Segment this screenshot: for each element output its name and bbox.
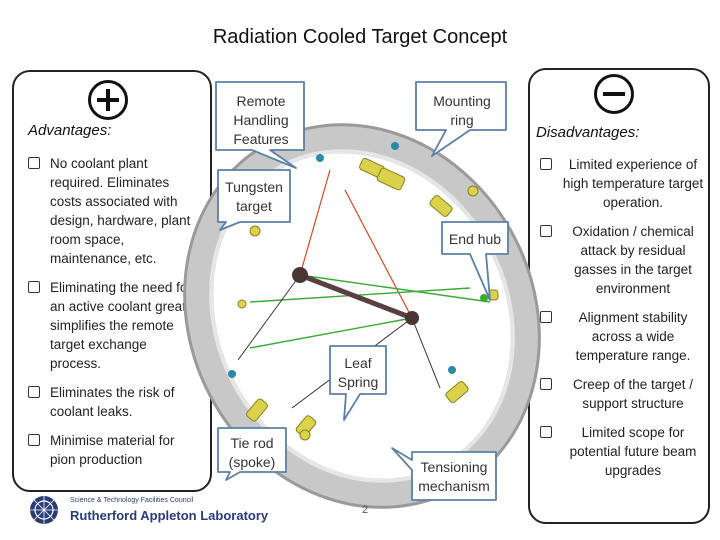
page-title: Radiation Cooled Target Concept bbox=[212, 26, 508, 48]
disadvantages-panel bbox=[528, 68, 710, 524]
checkbox-bullet-icon bbox=[540, 378, 552, 390]
tie-rod-spoke bbox=[344, 189, 413, 319]
advantage-item: Eliminates the risk of coolant leaks. bbox=[28, 383, 200, 421]
plus-icon bbox=[88, 80, 128, 120]
leaf-spring-label: Leaf Spring bbox=[337, 355, 379, 390]
advantages-list: No coolant plant required. Eliminates co… bbox=[28, 154, 200, 479]
end-hub bbox=[292, 267, 308, 283]
checkbox-bullet-icon bbox=[540, 225, 552, 237]
tungsten-target-rod bbox=[297, 272, 415, 321]
tie-rod-spoke bbox=[249, 317, 413, 349]
tensioning-bolt bbox=[237, 299, 247, 309]
checkbox-bullet-icon bbox=[540, 426, 552, 438]
callout-leaf-spring bbox=[329, 345, 387, 421]
leaf-spring-marker bbox=[391, 142, 399, 150]
stfc-logo-icon bbox=[30, 496, 58, 524]
tensioning-bolt bbox=[249, 225, 261, 237]
disadvantages-list: Limited experience of high temperature t… bbox=[540, 155, 704, 490]
tensioning-bolt bbox=[467, 185, 479, 197]
remote-handling-label: Remote Handling Features bbox=[233, 93, 289, 147]
tensioning-bolt bbox=[246, 398, 268, 422]
tungsten-target-label: Tungsten target bbox=[225, 179, 283, 214]
disadvantage-item: Limited experience of high temperature t… bbox=[540, 155, 704, 212]
disadvantage-item: Oxidation / chemical attack by residual … bbox=[540, 222, 704, 298]
checkbox-bullet-icon bbox=[540, 158, 552, 170]
checkbox-bullet-icon bbox=[28, 386, 40, 398]
mounting-ring-label: Mounting ring bbox=[433, 93, 491, 128]
tie-rod-spoke bbox=[299, 169, 331, 276]
advantage-item: Minimise material for pion production bbox=[28, 431, 200, 469]
callout-tungsten-target bbox=[217, 169, 291, 231]
callout-end-hub bbox=[441, 221, 509, 301]
checkbox-bullet-icon bbox=[28, 157, 40, 169]
tie-rod-spoke bbox=[411, 317, 441, 389]
tensioning-mechanism-label: Tensioning mechanism bbox=[418, 459, 490, 494]
leaf-spring-marker bbox=[480, 294, 488, 302]
leaf-spring-marker bbox=[316, 154, 324, 162]
end-hub-label: End hub bbox=[448, 231, 502, 247]
checkbox-bullet-icon bbox=[540, 311, 552, 323]
advantages-heading: Advantages: bbox=[28, 122, 112, 139]
tie-rod-spoke bbox=[249, 287, 471, 303]
checkbox-bullet-icon bbox=[28, 281, 40, 293]
logo-line-2: Rutherford Appleton Laboratory bbox=[70, 508, 269, 523]
callout-mounting-ring bbox=[415, 81, 507, 157]
disadvantage-item: Creep of the target / support structure bbox=[540, 375, 704, 413]
disadvantage-item: Alignment stability across a wide temper… bbox=[540, 308, 704, 365]
leaf-spring-marker bbox=[228, 370, 236, 378]
tensioning-bolt bbox=[445, 381, 469, 403]
disadvantages-heading: Disadvantages: bbox=[536, 124, 640, 141]
callout-tensioning bbox=[391, 447, 497, 501]
tie-rod-spoke bbox=[237, 274, 301, 361]
callout-tie-rod bbox=[217, 427, 287, 481]
mounting-ring bbox=[186, 126, 538, 506]
page-number: 2 bbox=[362, 504, 369, 516]
end-hub bbox=[405, 311, 419, 325]
checkbox-bullet-icon bbox=[28, 434, 40, 446]
minus-icon bbox=[594, 74, 634, 114]
tie-rod-spoke bbox=[299, 274, 491, 303]
callout-remote-handling bbox=[215, 81, 305, 169]
tie-rod-label: Tie rod (spoke) bbox=[228, 435, 276, 470]
tensioning-bolt bbox=[429, 195, 453, 217]
leaf-spring-marker bbox=[448, 366, 456, 374]
tensioning-bolt bbox=[376, 167, 406, 191]
logo-line-1: Science & Technology Facilities Council bbox=[70, 497, 194, 504]
advantage-item: No coolant plant required. Eliminates co… bbox=[28, 154, 200, 268]
advantage-item: Eliminating the need for an active coola… bbox=[28, 278, 200, 373]
disadvantage-item: Limited scope for potential future beam … bbox=[540, 423, 704, 480]
tensioning-bolt bbox=[299, 429, 311, 441]
